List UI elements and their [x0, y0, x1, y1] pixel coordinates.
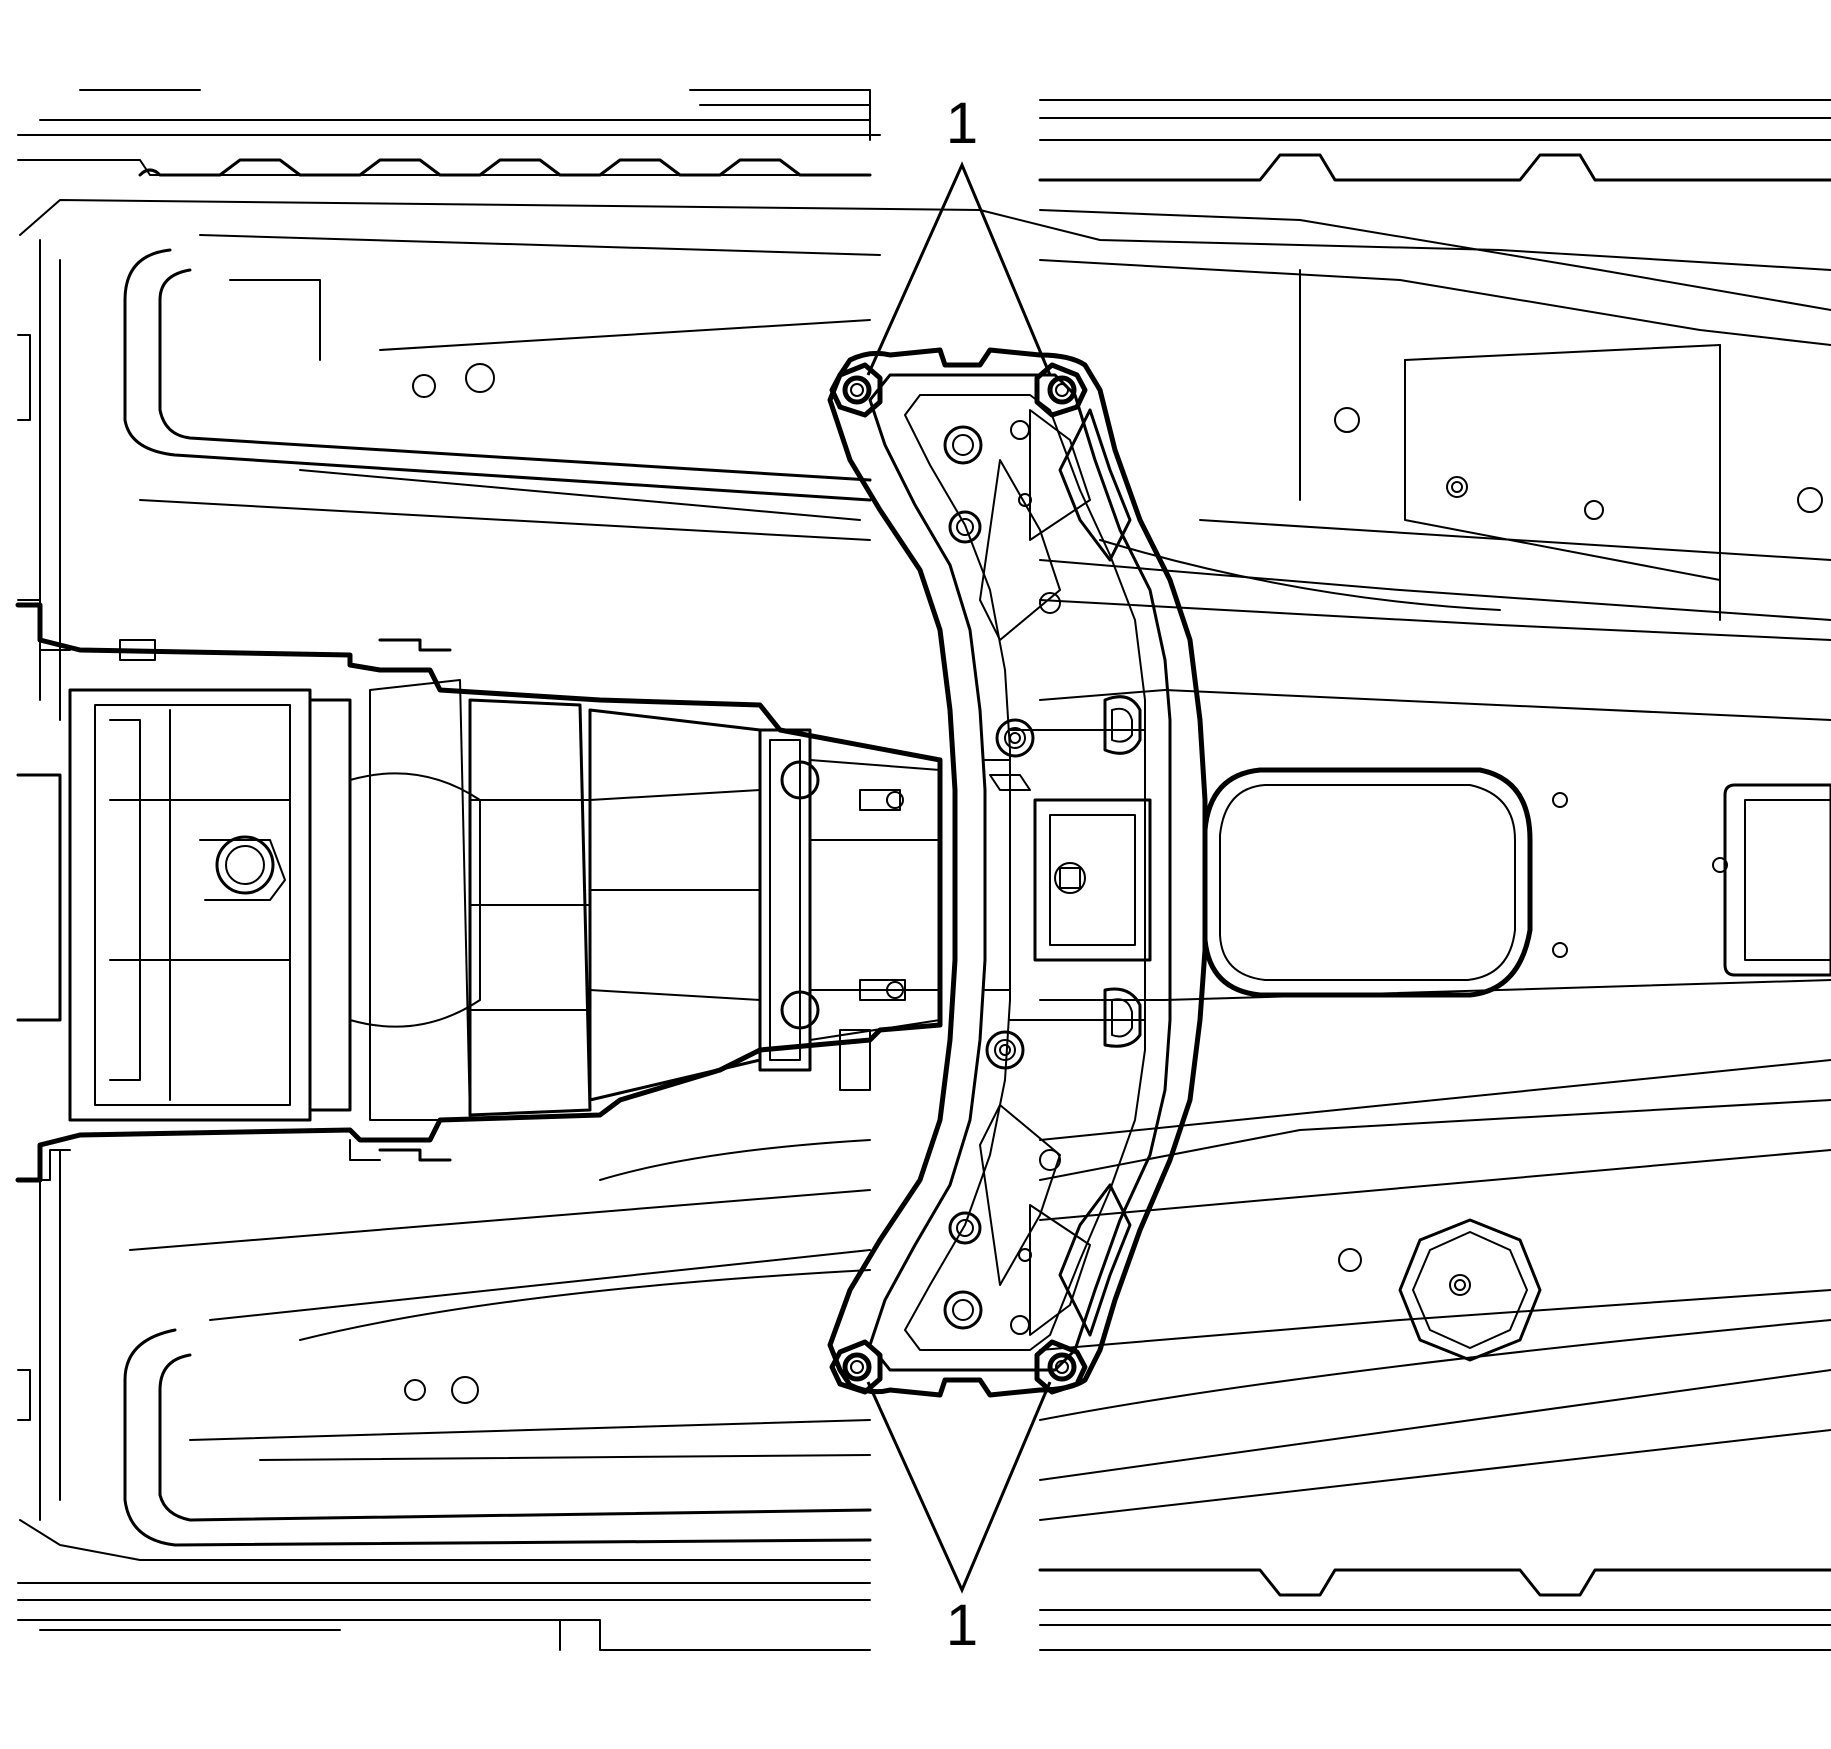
- callout-top-label: 1: [946, 91, 978, 156]
- bolt-top-right: [1034, 362, 1088, 418]
- callout-top-leader: [866, 161, 1052, 376]
- bolt-bottom-right: [1034, 1339, 1088, 1395]
- callout-bottom: 1: [866, 1381, 1052, 1658]
- transmission-crossmember: [827, 347, 1208, 1398]
- callout-bottom-label: 1: [946, 1593, 978, 1658]
- bolt-top-left: [829, 362, 883, 418]
- floor-tunnel: [1039, 689, 1831, 1001]
- upper-frame-rail: [17, 89, 1831, 721]
- callout-bottom-leader: [866, 1381, 1052, 1594]
- callout-top: 1: [866, 91, 1052, 376]
- bolt-bottom-left: [829, 1339, 883, 1395]
- transmission: [15, 602, 943, 1183]
- lower-frame-rail: [17, 1059, 1831, 1651]
